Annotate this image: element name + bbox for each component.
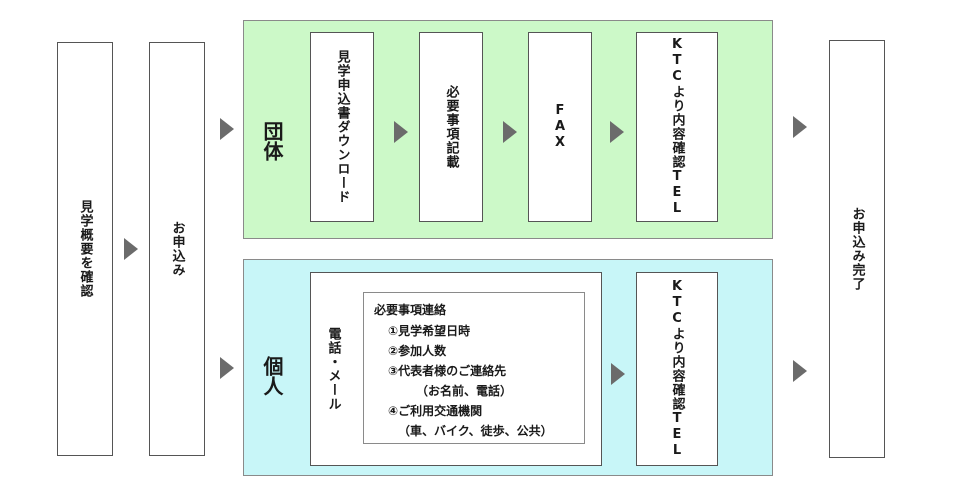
arrow-apply-to-group (220, 118, 234, 140)
required-info-subitem: （お名前、電話） (416, 384, 513, 398)
required-info-title: 必要事項連絡 (374, 303, 447, 317)
step-complete-box: お申込み完了 (829, 40, 885, 458)
individual-panel: 個人 電話・メール 必要事項連絡 ①見学希望日時 ②参加人数 ③代表者様のご連絡… (243, 259, 773, 476)
step-overview-label: 見学概要を確認 (77, 200, 93, 298)
group-fill-box: 必要事項記載 (419, 32, 483, 222)
required-info-item: ④ご利用交通機関 (388, 404, 483, 418)
arrow-fill-to-fax (503, 121, 517, 143)
arrow-apply-to-individual (220, 357, 234, 379)
arrow-individual-to-complete (793, 360, 807, 382)
arrow-overview-to-apply (124, 238, 138, 260)
individual-ktc-tel-label: KTCより内容確認TEL (669, 279, 685, 459)
individual-label: 個人 (260, 356, 284, 396)
arrow-group-to-complete (793, 116, 807, 138)
step-apply-label: お申込み (169, 221, 185, 277)
required-info-item: ③代表者様のご連絡先 (388, 364, 507, 378)
arrow-contact-to-tel (611, 363, 625, 385)
group-panel: 団体 見学申込書ダウンロード 必要事項記載 FAX KTCより内容確認TEL (243, 20, 773, 239)
group-download-box: 見学申込書ダウンロード (310, 32, 374, 222)
group-fax-box: FAX (528, 32, 592, 222)
arrow-download-to-fill (394, 121, 408, 143)
individual-ktc-tel-box: KTCより内容確認TEL (636, 272, 718, 466)
required-info-subitem: （車、バイク、徒歩、公共） (398, 424, 553, 438)
group-label: 団体 (260, 121, 284, 161)
group-download-label: 見学申込書ダウンロード (334, 50, 350, 204)
group-fill-label: 必要事項記載 (443, 85, 459, 169)
arrow-fax-to-tel (610, 121, 624, 143)
group-ktc-tel-box: KTCより内容確認TEL (636, 32, 718, 222)
required-info-item: ②参加人数 (388, 344, 447, 358)
group-ktc-tel-label: KTCより内容確認TEL (669, 37, 685, 217)
step-complete-label: お申込み完了 (849, 207, 865, 291)
required-info-item: ①見学希望日時 (388, 324, 471, 338)
group-fax-label: FAX (552, 103, 568, 151)
step-overview-box: 見学概要を確認 (57, 42, 113, 456)
individual-contact-label: 電話・メール (325, 327, 341, 411)
step-apply-box: お申込み (149, 42, 205, 456)
individual-contact-box: 電話・メール 必要事項連絡 ①見学希望日時 ②参加人数 ③代表者様のご連絡先 （… (310, 272, 602, 466)
required-info-note: 必要事項連絡 ①見学希望日時 ②参加人数 ③代表者様のご連絡先 （お名前、電話）… (363, 292, 585, 444)
